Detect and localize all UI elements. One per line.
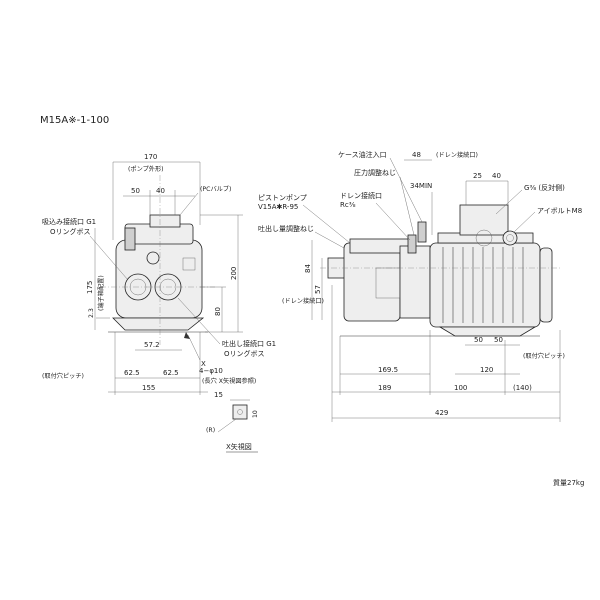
x-view-label: X矢視図 <box>226 442 252 451</box>
dim-40b: 40 <box>492 172 501 180</box>
pc-valve-leader <box>179 192 199 216</box>
dim-189: 189 <box>378 384 391 392</box>
dim-100: 100 <box>454 384 467 392</box>
motor-fins <box>442 247 524 323</box>
g-reverse-label: G⅜ (反対側) <box>524 183 565 192</box>
dim-170: 170 <box>144 153 157 161</box>
dim-50a: 50 <box>131 187 140 195</box>
weight-note: 質量27kg <box>553 478 584 487</box>
drawing-title: M15A※-1-100 <box>40 115 109 126</box>
x-view-hole <box>237 409 243 415</box>
suction-leader <box>89 235 129 281</box>
dim-169-5: 169.5 <box>378 366 398 374</box>
case-oil-port-label: ケース油注入口 <box>338 150 387 159</box>
mount-pitch-right-label: (取付穴ピッチ) <box>523 352 565 360</box>
drain-port-top-label: (ドレン接続口) <box>436 151 478 159</box>
terminal-box-gland <box>475 229 493 247</box>
dim-50c: 50 <box>494 336 503 344</box>
min-34-label: 34MIN <box>410 182 432 190</box>
motor-fan-cover <box>539 247 553 323</box>
dim-48: 48 <box>412 151 421 159</box>
discharge-leader <box>177 297 221 345</box>
eyebolt <box>502 230 518 246</box>
eyebolt-hole <box>506 234 514 242</box>
radius-label: (R) <box>206 427 215 434</box>
dim-80: 80 <box>214 307 222 316</box>
x-arrow-label: X <box>201 360 206 368</box>
drain-port-side-label: (ドレン接続口) <box>282 297 324 305</box>
radius-leader <box>217 418 237 433</box>
x-arrow-line <box>187 334 201 361</box>
piston-pump-leader <box>302 204 351 244</box>
case-oil-leader <box>389 157 423 223</box>
dim-40a: 40 <box>156 187 165 195</box>
pressure-screw-label: 圧力調整ねじ <box>354 168 396 177</box>
mount-pitch-left-label: (取付穴ピッチ) <box>42 372 84 380</box>
side-view: ケース油注入口 48 (ドレン接続口) 圧力調整ねじ 34MIN ピストンポンプ… <box>258 150 582 422</box>
piston-pump-label: ピストンポンプ <box>258 194 307 202</box>
dim-429: 429 <box>435 409 448 417</box>
pc-valve-label: (PCバルブ) <box>200 185 231 193</box>
dim-57-2: 57.2 <box>144 341 160 349</box>
side-bracket <box>399 245 431 319</box>
suction-oring-label: Oリングボス <box>50 227 91 236</box>
terminal-box <box>459 204 509 236</box>
hole-note-label: (長穴 X矢視図参照) <box>202 377 256 385</box>
dim-84: 84 <box>304 264 312 273</box>
motor-base <box>438 326 537 337</box>
pump-model-label: V15A✱R-95 <box>258 203 298 211</box>
dim-50b: 50 <box>474 336 483 344</box>
discharge-oring-label: Oリングボス <box>224 349 265 358</box>
case-oil-fitting <box>417 221 427 243</box>
suction-port-label: 吸込み接続口 G1 <box>42 217 96 226</box>
dim-10: 10 <box>252 410 259 418</box>
dim-57: 57 <box>314 285 322 294</box>
eyebolt-leader <box>513 211 536 233</box>
pressure-screw-leader <box>399 176 415 236</box>
front-pc-valve <box>149 214 181 228</box>
x-view-detail: 15 10 (R) X矢視図 <box>206 391 259 453</box>
flow-screw-leader <box>314 231 345 249</box>
front-view: 170 (ポンプ外形) 50 40 (PCバルブ) 吸込み接続口 G1 Oリング… <box>42 153 276 395</box>
front-side-boss <box>182 257 196 271</box>
drain-port-label: ドレン接続口 <box>340 191 382 200</box>
front-small-boss <box>146 251 160 265</box>
dim-140: (140) <box>513 384 532 392</box>
discharge-port-label: 吐出し接続口 G1 <box>222 339 276 348</box>
dim-155: 155 <box>142 384 155 392</box>
dim-62-5b: 62.5 <box>163 369 179 377</box>
dim-15: 15 <box>214 391 223 399</box>
eyebolt-label: アイボルトM8 <box>537 207 582 215</box>
terminal-box-label: (端子箱配置) <box>97 275 105 311</box>
g-reverse-leader <box>495 189 523 215</box>
drain-fitting <box>407 234 417 254</box>
x-arrow-head <box>184 332 190 339</box>
dim-175: 175 <box>86 281 94 294</box>
x-view-slot <box>232 404 248 420</box>
hole-spec-label: 4−φ10 <box>199 367 223 375</box>
dim-62-5a: 62.5 <box>124 369 140 377</box>
flow-screw-label: 吐出し量調整ねじ <box>258 224 314 233</box>
pump-outline-label: (ポンプ外形) <box>128 165 164 173</box>
dim-120: 120 <box>480 366 493 374</box>
dim-25: 25 <box>473 172 482 180</box>
drain-thread-label: Rc⅜ <box>340 201 356 209</box>
dim-200: 200 <box>230 267 238 280</box>
pc-valve-block <box>124 227 136 251</box>
dim-2-3: 2.3 <box>88 308 95 318</box>
side-pump-body <box>343 242 401 322</box>
front-base <box>112 317 205 331</box>
motor-body <box>429 242 541 328</box>
drain-port-leader <box>375 202 411 241</box>
